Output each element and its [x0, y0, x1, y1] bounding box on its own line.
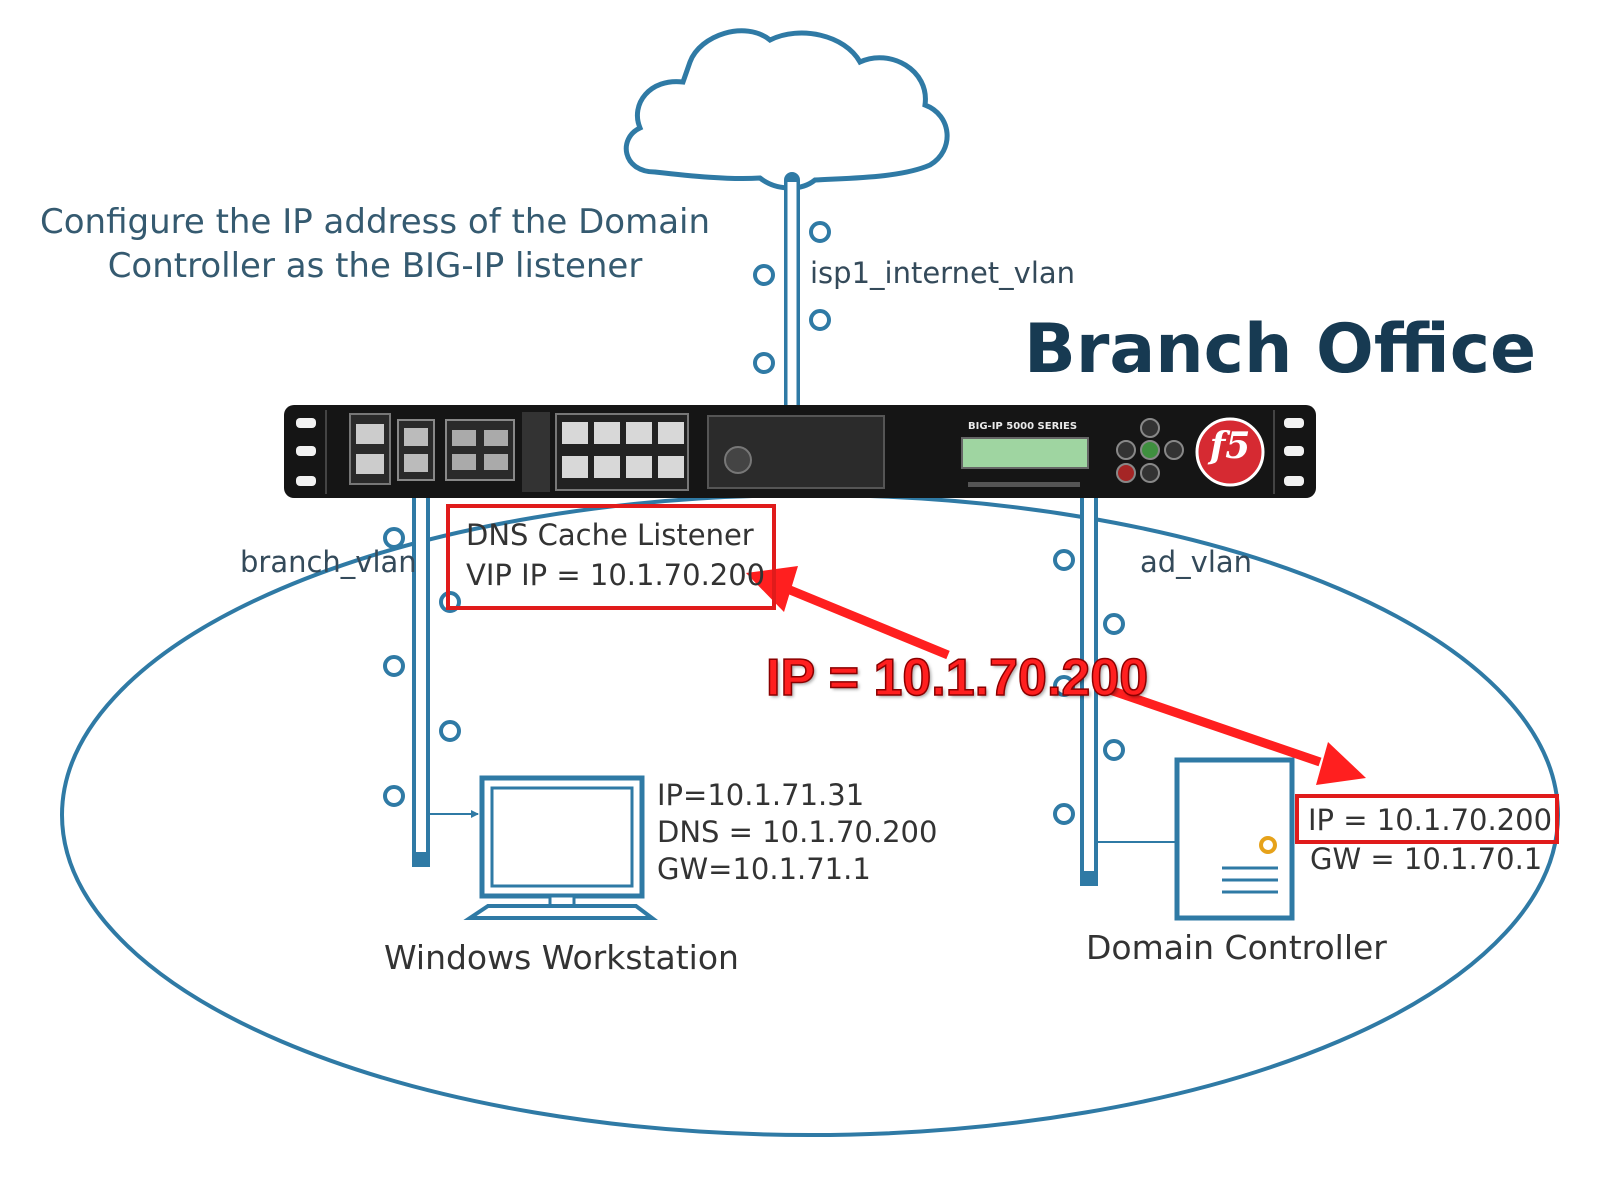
workstation-ip: IP=10.1.71.31 [657, 778, 865, 812]
site-title: Branch Office [1024, 310, 1537, 389]
branch-vlan-pipe [383, 471, 461, 867]
server-icon [1174, 757, 1295, 921]
domain-controller-ip-box [1295, 794, 1559, 844]
branch-vlan-label: branch_vlan [240, 545, 417, 579]
big-ip-appliance [284, 405, 1316, 498]
internet-cloud-icon [623, 28, 950, 191]
ad-vlan-pipe [1053, 471, 1125, 886]
instruction-line-1: Configure the IP address of the Domain [40, 202, 711, 242]
monitor-icon [463, 775, 658, 920]
domain-controller-label: Domain Controller [1086, 928, 1387, 967]
workstation-gw: GW=10.1.71.1 [657, 852, 871, 886]
listener-title: DNS Cache Listener [466, 518, 754, 552]
instruction-text: Configure the IP address of the Domain C… [40, 200, 710, 288]
ad-vlan-label: ad_vlan [1140, 545, 1253, 579]
isp1-internet-vlan-label: isp1_internet_vlan [810, 256, 1076, 290]
workstation-label: Windows Workstation [384, 938, 739, 977]
dns-cache-listener-box [446, 504, 776, 610]
device-model-label: BIG-IP 5000 SERIES [968, 421, 1078, 432]
isp1-internet-vlan-pipe [753, 172, 831, 418]
device-logo-text: f5 [1209, 425, 1251, 467]
listener-vip: VIP IP = 10.1.70.200 [466, 558, 766, 592]
domain-controller-gw: GW = 10.1.70.1 [1310, 842, 1543, 876]
domain-controller-ip: IP = 10.1.70.200 [1308, 803, 1553, 837]
instruction-line-2: Controller as the BIG-IP listener [107, 246, 643, 286]
ip-callout: IP = 10.1.70.200 [765, 648, 1149, 708]
workstation-dns: DNS = 10.1.70.200 [657, 815, 938, 849]
f5-logo-icon [1195, 417, 1265, 487]
